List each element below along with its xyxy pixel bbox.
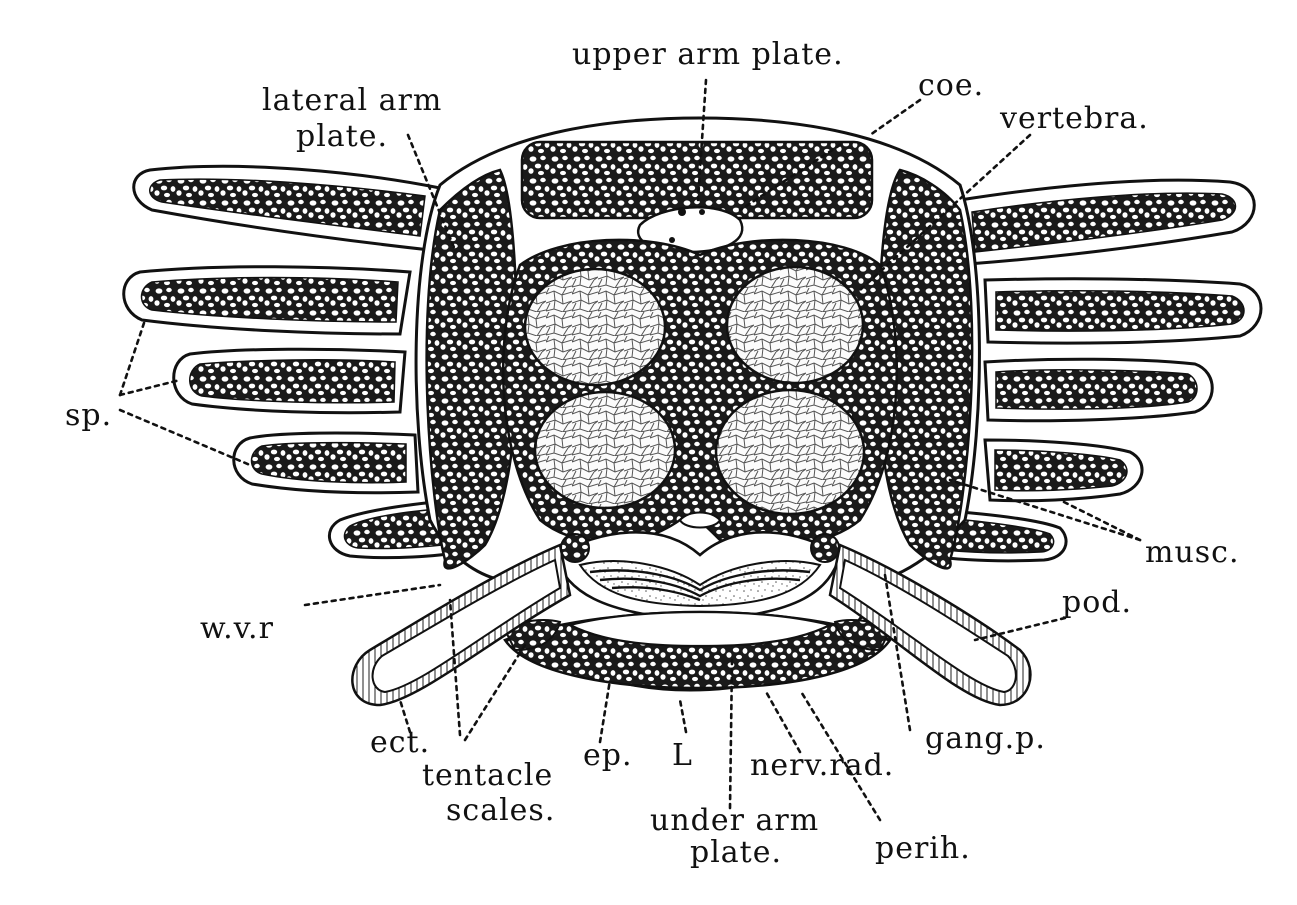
left-spines bbox=[122, 164, 462, 560]
right-spines bbox=[928, 178, 1263, 563]
label-lateral-arm-plate-line1: lateral arm bbox=[262, 83, 442, 118]
left-spine-2-core bbox=[140, 276, 399, 323]
label-wvr: w.v.r bbox=[200, 611, 274, 646]
label-tentacle-scales-line2: scales. bbox=[446, 793, 555, 828]
label-L: L bbox=[672, 738, 693, 773]
muscle-lower-right bbox=[714, 388, 866, 516]
label-pod: pod. bbox=[1062, 585, 1132, 620]
label-under-arm-plate-line1: under arm bbox=[650, 803, 819, 838]
muscle-upper-left bbox=[523, 267, 667, 387]
right-spine-1-core bbox=[971, 192, 1237, 253]
label-ect: ect. bbox=[370, 725, 430, 760]
left-spine-3-core bbox=[189, 359, 396, 404]
right-spine-2-core bbox=[995, 290, 1245, 332]
right-spine-3-core bbox=[995, 369, 1198, 410]
right-spine-4-core bbox=[994, 449, 1128, 492]
leader-lines bbox=[118, 78, 1142, 822]
label-vertebra: vertebra. bbox=[999, 101, 1149, 136]
ganglion-right bbox=[810, 533, 840, 563]
left-spine-4-core bbox=[250, 441, 407, 484]
label-under-arm-plate-line2: plate. bbox=[690, 835, 782, 870]
left-spine-5-core bbox=[343, 507, 451, 550]
left-spine-1-core bbox=[149, 178, 426, 237]
label-perih: perih. bbox=[875, 831, 971, 866]
labels: upper arm plate. coe. lateral arm plate.… bbox=[65, 37, 1240, 870]
label-upper-arm-plate: upper arm plate. bbox=[572, 37, 844, 72]
ganglion-left bbox=[560, 533, 590, 563]
right-spine-5-core bbox=[943, 517, 1055, 554]
label-ep: ep. bbox=[583, 738, 633, 773]
label-tentacle-scales-line1: tentacle bbox=[422, 758, 553, 793]
label-gang-p: gang.p. bbox=[925, 721, 1046, 756]
label-sp: sp. bbox=[65, 398, 112, 433]
label-lateral-arm-plate-line2: plate. bbox=[296, 119, 388, 154]
label-musc: musc. bbox=[1145, 535, 1240, 570]
left-lateral-arm-plate bbox=[425, 168, 519, 570]
perihaemal-canal bbox=[678, 511, 722, 529]
muscle-lower-left bbox=[533, 390, 677, 510]
label-coe: coe. bbox=[918, 68, 984, 103]
under-arm-plate-groove bbox=[566, 610, 834, 648]
label-nerv-rad: nerv.rad. bbox=[750, 748, 894, 783]
muscle-upper-right bbox=[725, 265, 865, 385]
right-lateral-arm-plate bbox=[877, 168, 974, 570]
